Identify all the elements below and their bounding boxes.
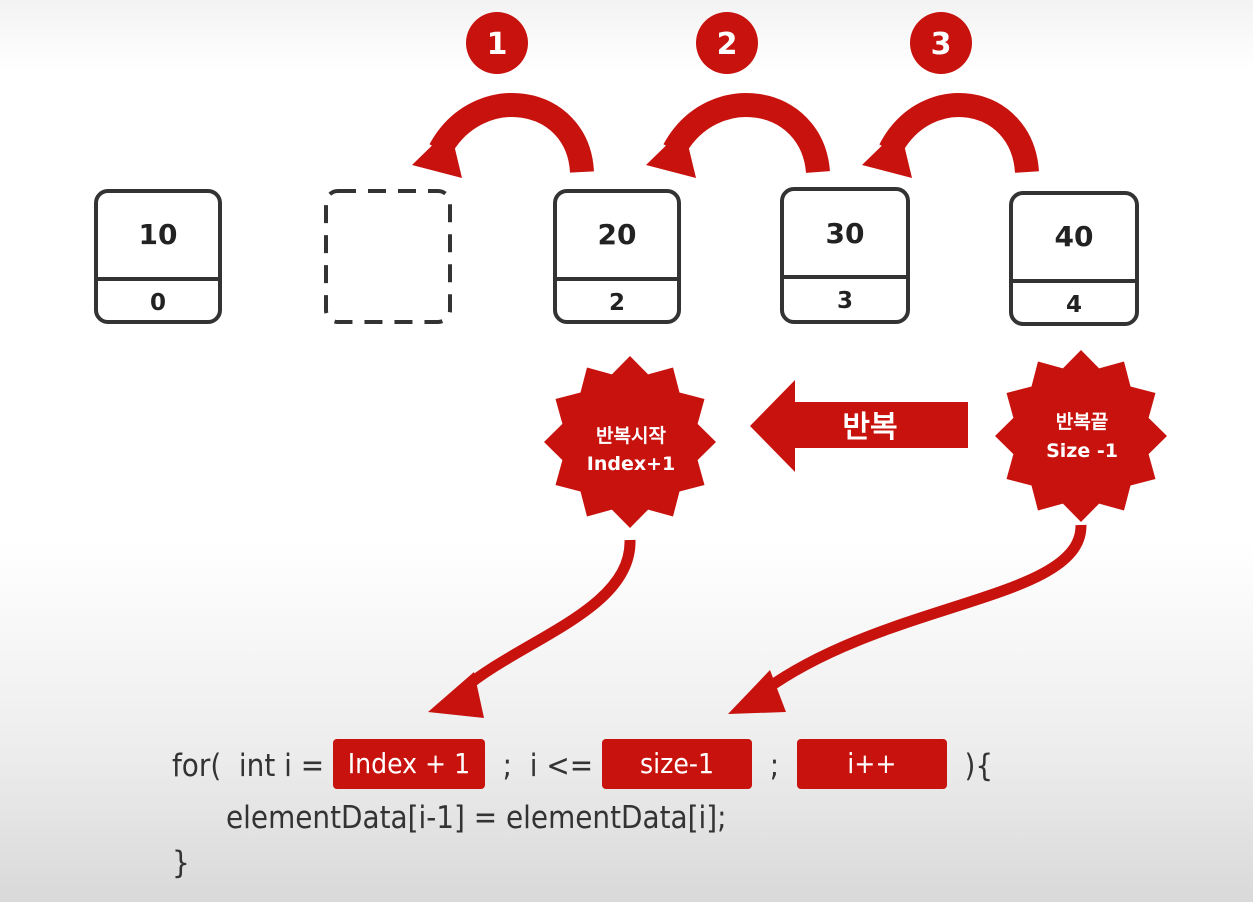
step-badge-2-label: 2 [717, 27, 738, 62]
array-box-2-value: 20 [598, 218, 637, 251]
array-box-empty [324, 189, 452, 324]
step-badge-3: 3 [910, 12, 972, 74]
code-for-suffix: ){ [946, 747, 994, 784]
end-to-cond-arrow [728, 524, 1087, 714]
array-box-3: 30 3 [780, 187, 910, 324]
shift-arrow-3 [862, 93, 1039, 178]
code-sep1: ; i <= [484, 747, 602, 784]
loop-start-burst: 반복시작 Index+1 [544, 356, 716, 528]
code-incr-pill: i++ [796, 739, 947, 789]
shift-arrow-1 [412, 93, 594, 178]
code-close-line: } [172, 845, 190, 881]
step-badge-3-label: 3 [931, 27, 952, 62]
array-box-0: 10 0 [94, 189, 222, 324]
loop-end-burst-line2: Size -1 [1046, 440, 1118, 462]
array-box-0-value: 10 [139, 218, 178, 251]
code-sep2: ; [752, 747, 797, 784]
array-box-3-index: 3 [837, 288, 853, 314]
step-badge-1: 1 [466, 12, 528, 74]
array-box-4-value: 40 [1055, 220, 1094, 253]
code-for-line: for( int i = Index + 1 ; i <= size-1 ; i… [172, 739, 994, 792]
step-badge-1-label: 1 [487, 27, 508, 62]
repeat-arrow-label: 반복 [842, 410, 897, 445]
shift-arrow-2 [646, 93, 830, 178]
loop-start-burst-line1: 반복시작 [596, 425, 666, 447]
loop-start-burst-line2: Index+1 [587, 453, 675, 475]
start-to-init-arrow [428, 539, 636, 718]
repeat-arrow: 반복 [750, 380, 968, 472]
step-badge-2: 2 [696, 12, 758, 74]
array-box-4: 40 4 [1009, 191, 1139, 326]
array-box-2-index: 2 [609, 290, 625, 316]
code-cond-pill: size-1 [602, 739, 752, 789]
array-box-0-index: 0 [150, 290, 166, 316]
array-box-3-value: 30 [826, 217, 865, 250]
code-init-pill: Index + 1 [332, 739, 485, 789]
array-box-4-index: 4 [1066, 292, 1082, 318]
code-body-line: elementData[i-1] = elementData[i]; [226, 800, 727, 836]
loop-end-burst-line1: 반복끝 [1056, 411, 1108, 433]
array-box-2: 20 2 [553, 189, 681, 324]
loop-end-burst: 반복끝 Size -1 [995, 350, 1167, 522]
code-for-prefix: for( int i = [172, 747, 333, 784]
